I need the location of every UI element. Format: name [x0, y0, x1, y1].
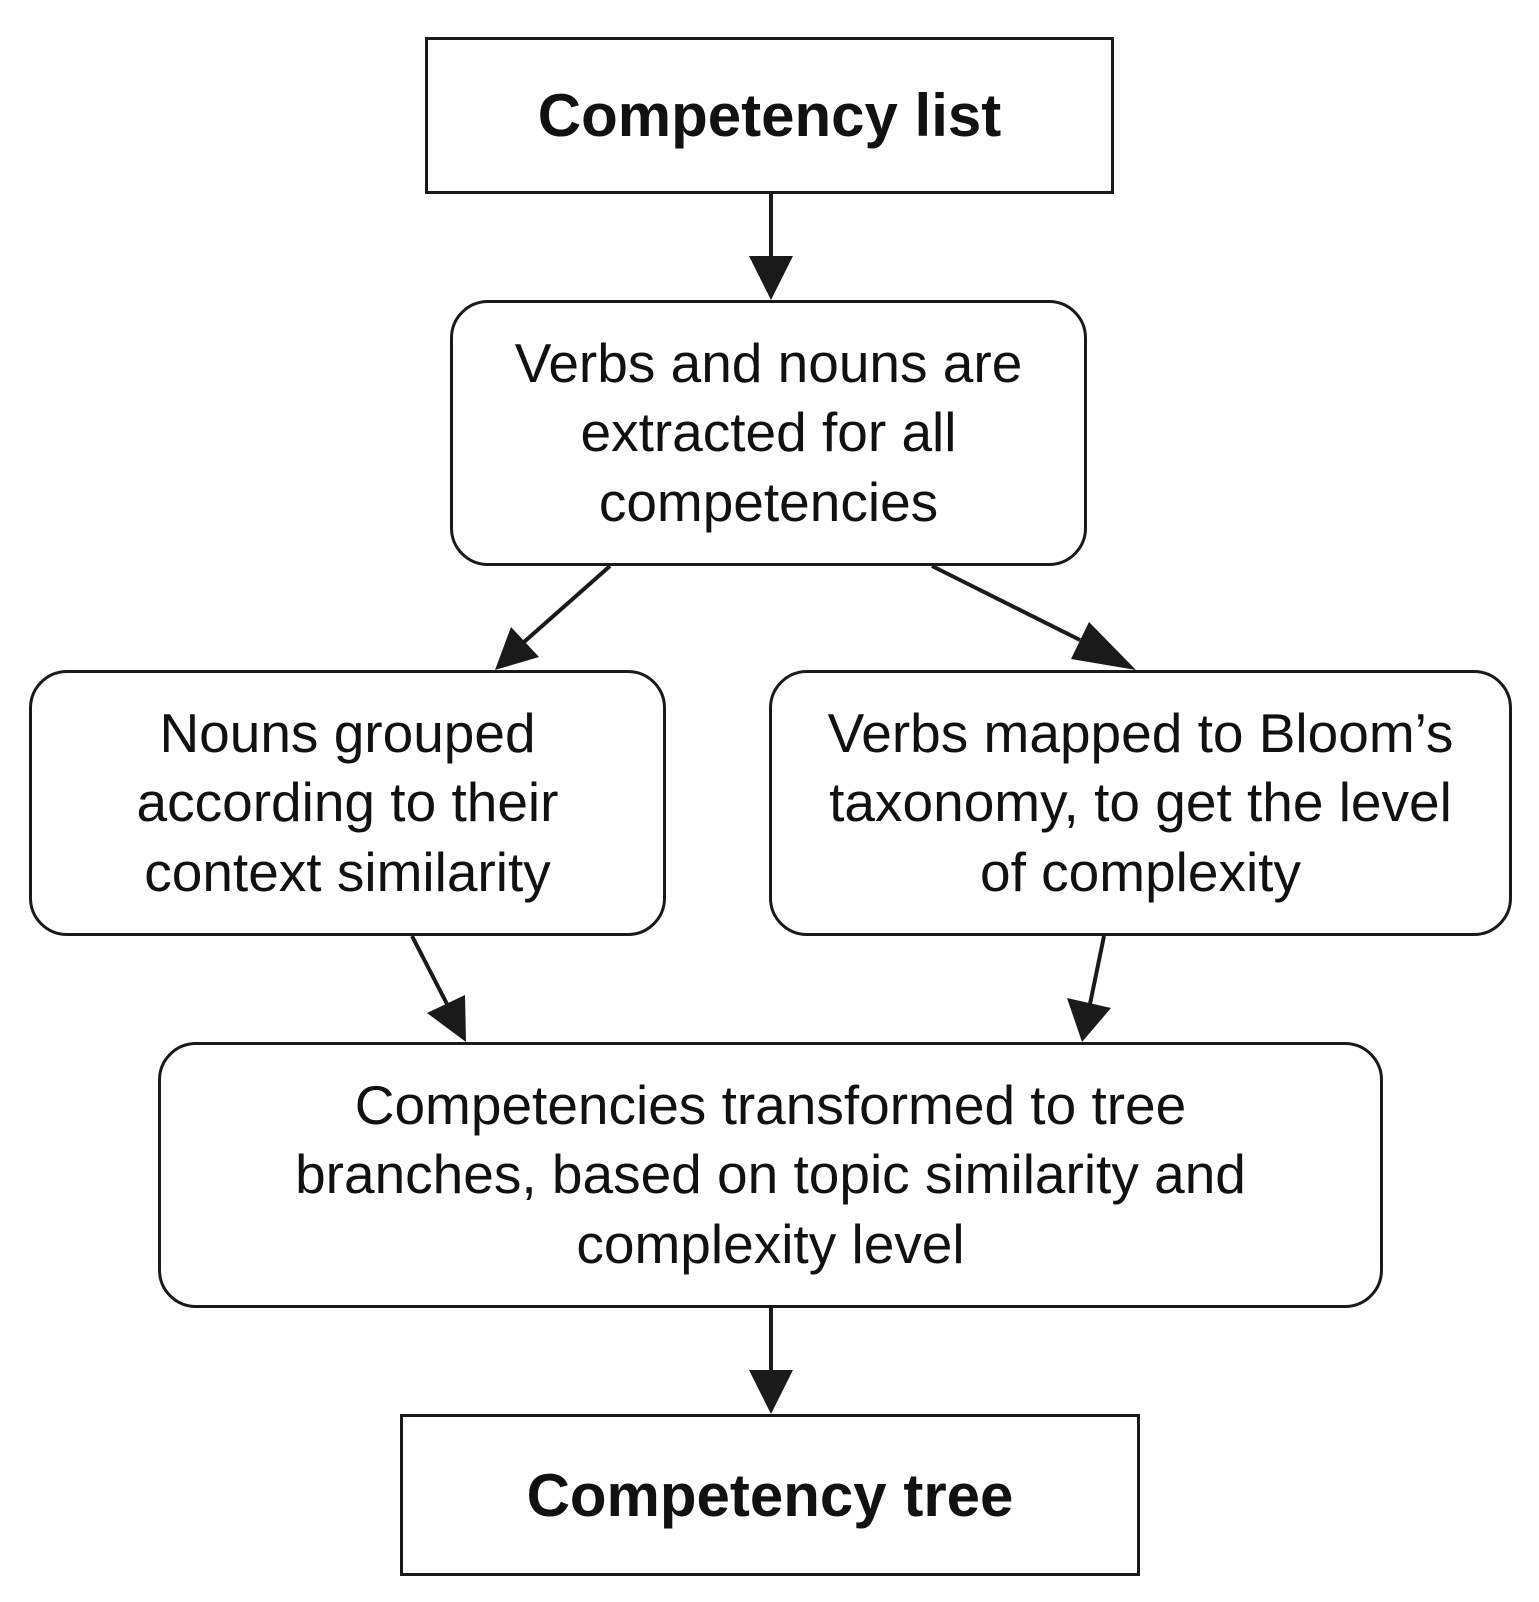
arrowhead-nouns: [495, 627, 539, 670]
extract-verbs-nouns-node: Verbs and nouns are extracted for all co…: [450, 300, 1087, 566]
node-label: Nouns grouped according to their context…: [136, 702, 559, 903]
node-label: Verbs and nouns are extracted for all co…: [514, 332, 1023, 533]
arrowhead-extract: [749, 256, 793, 300]
competency-tree-node: Competency tree: [400, 1414, 1140, 1576]
arrowhead-transform-left: [427, 995, 466, 1042]
node-label: Competencies transformed to tree branche…: [295, 1074, 1246, 1275]
nouns-grouped-node: Nouns grouped according to their context…: [29, 670, 666, 936]
node-label: Competency list: [537, 82, 1002, 149]
arrowhead-tree: [749, 1370, 793, 1414]
edge-extract-to-verbs: [931, 564, 1081, 642]
arrowhead-verbs: [1071, 622, 1136, 670]
edge-extract-to-nouns: [522, 564, 612, 644]
node-label: Verbs mapped to Bloom’s taxonomy, to get…: [827, 702, 1454, 903]
arrowhead-transform-right: [1067, 998, 1111, 1042]
node-label: Competency tree: [526, 1461, 1014, 1529]
edge-nouns-to-transform: [410, 935, 449, 1005]
competencies-transformed-node: Competencies transformed to tree branche…: [158, 1042, 1383, 1308]
edge-verbs-to-transform: [1088, 935, 1106, 1005]
verbs-mapped-node: Verbs mapped to Bloom’s taxonomy, to get…: [769, 670, 1512, 936]
competency-list-node: Competency list: [425, 37, 1114, 194]
